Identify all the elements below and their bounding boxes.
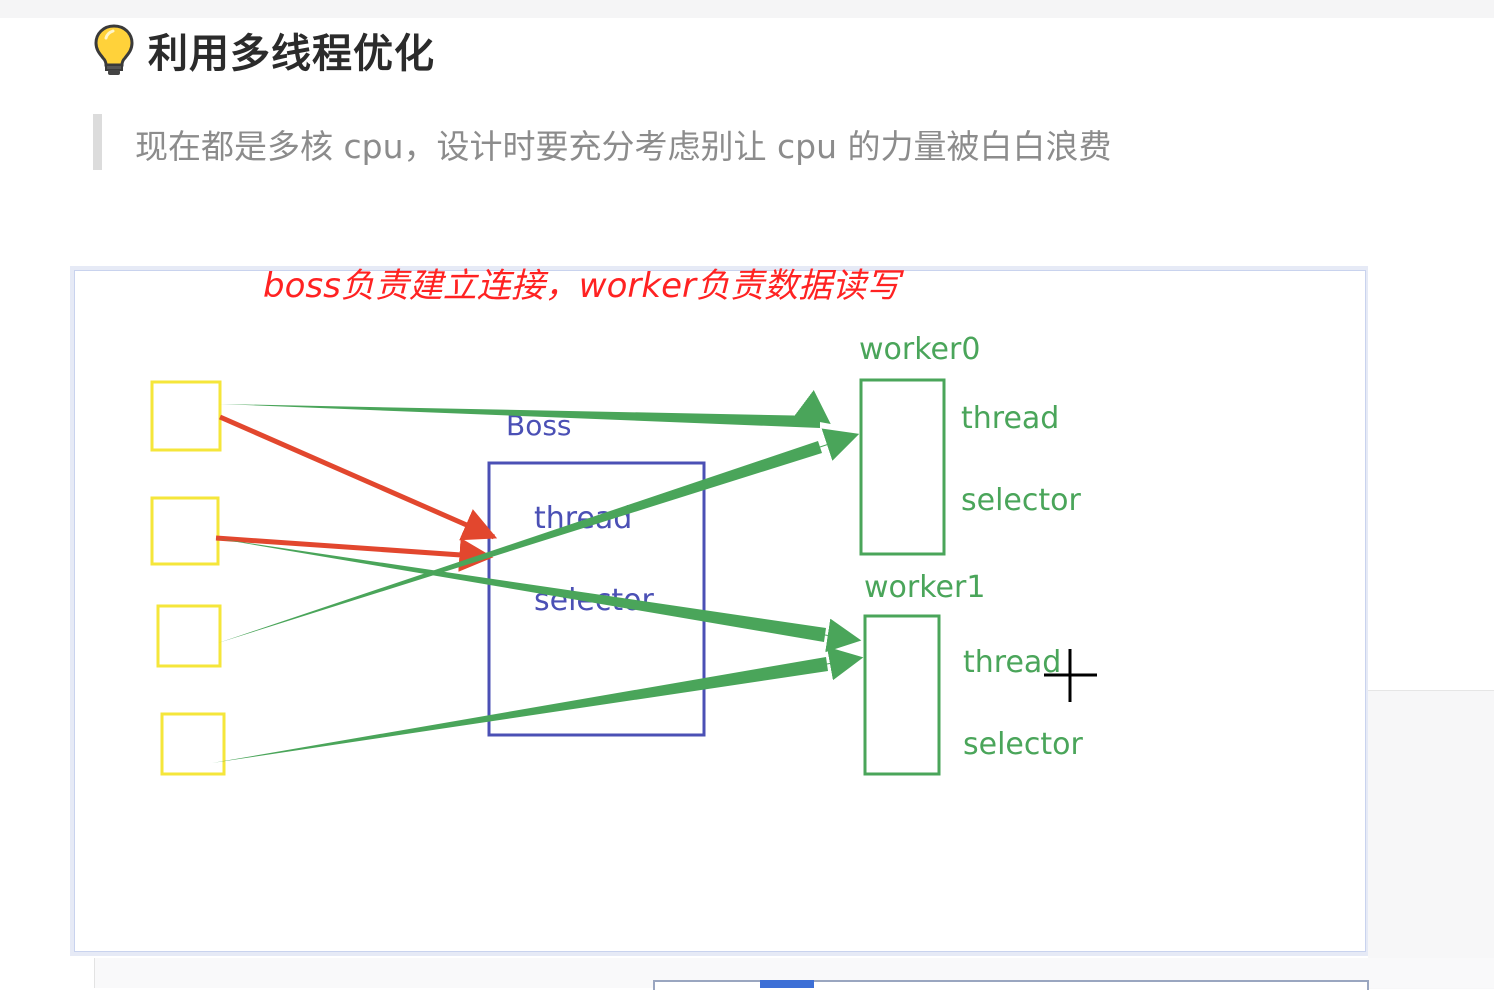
- blockquote-bar: [93, 114, 102, 170]
- client-box: [150, 380, 222, 452]
- top-strip: [0, 0, 1494, 18]
- worker1-selector-label: selector: [963, 727, 1083, 762]
- client-box: [156, 604, 222, 668]
- worker0-thread-label: thread: [961, 401, 1059, 436]
- blockquote-text: 现在都是多核 cpu，设计时要充分考虑别让 cpu 的力量被白白浪费: [135, 127, 1112, 166]
- page-title: 利用多线程优化: [148, 31, 435, 77]
- read-write-arrow-head: [824, 618, 862, 653]
- side-panel: [1368, 690, 1494, 989]
- crosshair-cursor-icon: [1044, 649, 1097, 702]
- read-write-arrow: [212, 657, 828, 763]
- bottom-toolbar[interactable]: [653, 980, 1369, 990]
- worker1-box: [863, 614, 941, 776]
- read-write-arrow: [220, 404, 820, 428]
- worker0-box: [859, 378, 946, 556]
- read-write-arrow-head: [793, 390, 831, 425]
- read-write-arrow-head: [826, 646, 864, 681]
- diagram-annotation: boss负责建立连接，worker负责数据读写: [263, 266, 905, 306]
- section-heading: 利用多线程优化: [92, 22, 435, 78]
- connect-arrow: [218, 414, 498, 541]
- read-write-arrow: [214, 538, 826, 642]
- client-box: [150, 496, 220, 566]
- blockquote: 现在都是多核 cpu，设计时要充分考虑别让 cpu 的力量被白白浪费: [93, 114, 1111, 170]
- connect-arrow: [215, 535, 494, 572]
- client-box: [160, 712, 226, 776]
- read-write-arrow: [218, 441, 822, 643]
- worker0-selector-label: selector: [961, 483, 1081, 518]
- read-write-arrow-head: [819, 428, 860, 461]
- diagram-figure: [74, 270, 1366, 952]
- worker1-title: worker1: [864, 570, 985, 605]
- worker0-title: worker0: [859, 332, 980, 367]
- bottom-toolbar-active-tab[interactable]: [760, 980, 814, 988]
- boss-box: [487, 461, 706, 737]
- boss-thread-label: thread: [534, 501, 632, 536]
- lightbulb-icon: [94, 24, 134, 75]
